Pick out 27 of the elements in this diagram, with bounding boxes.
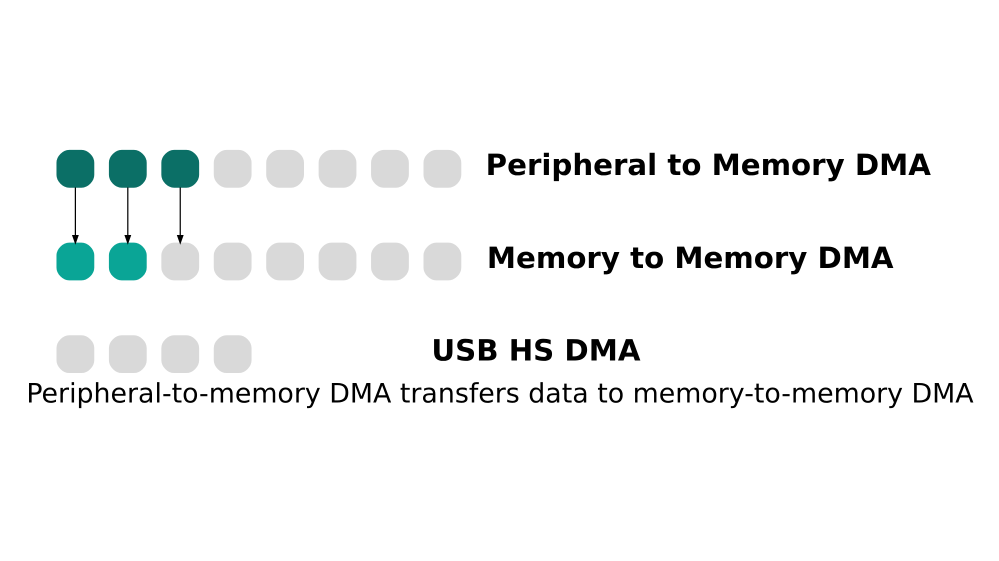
node-box bbox=[108, 334, 146, 373]
node-box bbox=[423, 242, 461, 280]
node-box bbox=[266, 242, 304, 280]
node-box bbox=[108, 149, 146, 188]
node-box bbox=[213, 149, 252, 188]
node-box bbox=[160, 334, 199, 373]
node-box bbox=[370, 242, 408, 280]
label: Memory to Memory DMA bbox=[486, 240, 894, 274]
node-box bbox=[160, 242, 199, 280]
arrow bbox=[124, 186, 131, 244]
node-box bbox=[370, 149, 408, 188]
arrow bbox=[71, 186, 78, 244]
label: USB HS DMA bbox=[430, 333, 640, 367]
label: Peripheral to Memory DMA bbox=[485, 148, 930, 182]
node-box bbox=[423, 149, 461, 188]
node-box bbox=[213, 242, 252, 280]
node-box bbox=[108, 242, 146, 280]
node-box bbox=[56, 334, 94, 373]
node-box bbox=[56, 149, 94, 188]
node-box bbox=[213, 334, 252, 373]
node-box bbox=[266, 149, 304, 188]
node-box bbox=[318, 242, 356, 280]
node-box bbox=[56, 242, 94, 280]
arrow bbox=[176, 186, 184, 244]
node-box bbox=[160, 149, 199, 188]
node-box bbox=[318, 149, 356, 188]
caption: Peripheral-to-memory DMA transfers data to memory-to-memory DMA bbox=[26, 378, 974, 409]
